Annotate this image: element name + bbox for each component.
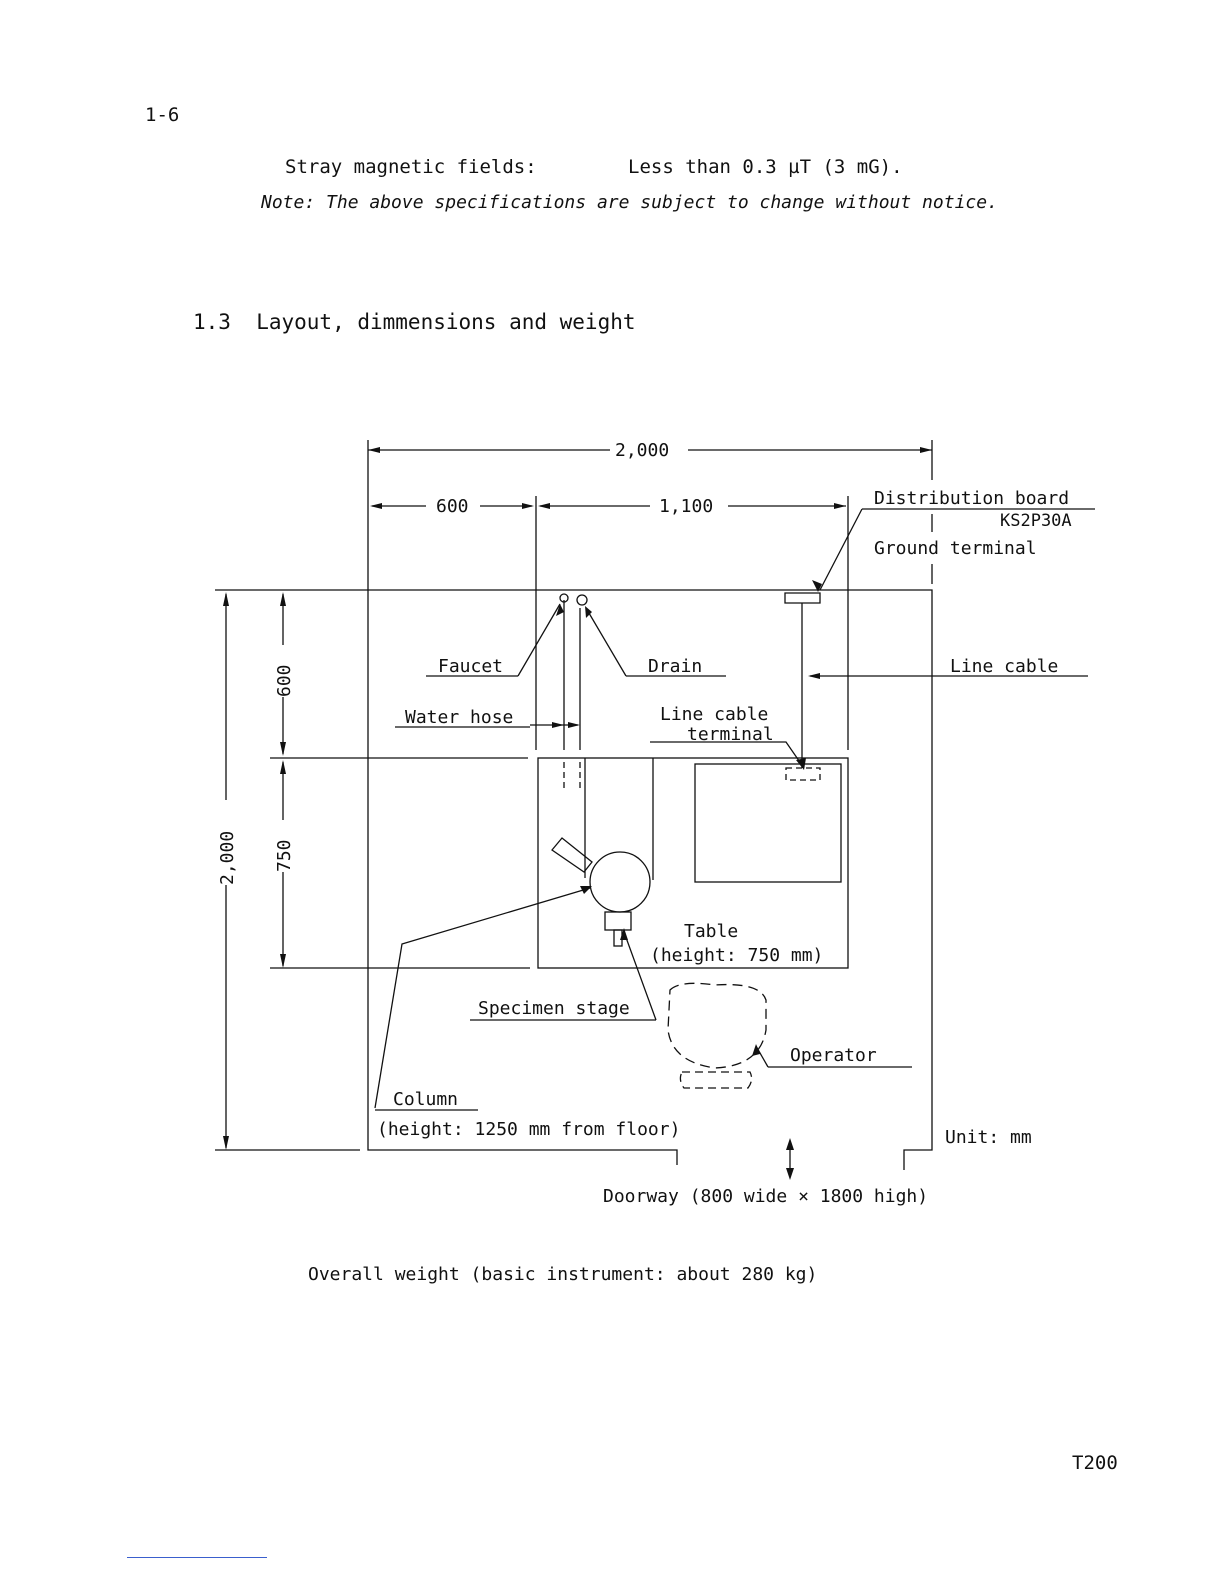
arrow-600-depth-bottom <box>280 742 286 756</box>
footer-rule <box>127 1557 267 1558</box>
arrow-specimen-stage <box>620 928 628 940</box>
arrow-operator <box>752 1044 760 1056</box>
arrow-total-width-right <box>920 447 932 453</box>
arrow-drain <box>585 606 592 618</box>
operator-label: Operator <box>790 1045 877 1066</box>
operator-seat-edge <box>679 1071 753 1089</box>
arrow-total-depth-top <box>223 592 229 606</box>
section-heading: 1.3 Layout, dimmensions and weight <box>193 310 636 334</box>
line-cable-terminal-label-2: terminal <box>687 724 774 745</box>
spec-label: Stray magnetic fields: <box>285 156 537 178</box>
arrow-total-depth-bottom <box>223 1136 229 1150</box>
table-outline <box>537 757 849 969</box>
unit-label: Unit: mm <box>945 1127 1032 1148</box>
console-unit <box>694 763 842 883</box>
diagram-lines <box>215 440 1095 1174</box>
arrow-total-width-left <box>368 447 380 453</box>
column-base <box>589 851 651 913</box>
dim-1100-width: 1,100 <box>659 496 713 517</box>
arrow-water-hose-1 <box>552 722 564 728</box>
dim-total-width: 2,000 <box>615 440 669 461</box>
faucet-leader <box>517 603 561 677</box>
doorway-label: Doorway (800 wide × 1800 high) <box>603 1186 928 1207</box>
arrow-doorway-down <box>786 1168 794 1180</box>
arrow-column <box>580 886 592 894</box>
document-code: T200 <box>1072 1452 1118 1474</box>
arrow-1100-left <box>538 503 550 509</box>
specimen-stage-holder <box>604 911 632 931</box>
arrow-750-depth-top <box>280 760 286 774</box>
room-outline <box>367 589 933 1170</box>
table-height-label: (height: 750 mm) <box>650 945 823 966</box>
arrow-distribution-board <box>812 580 822 592</box>
line-cable-label: Line cable <box>950 656 1058 677</box>
table-label: Table <box>684 921 738 942</box>
dim-750-depth: 750 <box>274 839 295 872</box>
page-number: 1-6 <box>145 104 180 126</box>
line-cable-terminal-box <box>785 767 821 781</box>
specimen-stage-leader <box>623 931 657 1021</box>
faucet-symbol <box>559 593 569 603</box>
arrowheads <box>223 447 932 1180</box>
arrow-1100-right <box>834 503 846 509</box>
line-cable-terminal-leader <box>650 741 805 769</box>
column-side-port <box>551 837 593 873</box>
overall-weight: Overall weight (basic instrument: about … <box>308 1264 818 1285</box>
arrow-line-cable <box>808 673 820 679</box>
dim-600-depth: 600 <box>274 664 295 697</box>
spec-value: Less than 0.3 µT (3 mG). <box>628 156 903 178</box>
arrow-600-right <box>522 503 534 509</box>
distribution-board-label: Distribution board <box>874 488 1069 509</box>
drain-symbol <box>576 594 588 606</box>
column-height-label: (height: 1250 mm from floor) <box>377 1119 680 1140</box>
operator-chair <box>667 982 767 1069</box>
water-hose-label: Water hose <box>405 707 513 728</box>
spec-note: Note: The above specifications are subje… <box>261 192 998 213</box>
dim-600-width: 600 <box>436 496 469 517</box>
drain-label: Drain <box>648 656 702 677</box>
arrow-faucet <box>556 604 564 616</box>
arrow-600-left <box>370 503 382 509</box>
distribution-board-model: KS2P30A <box>1000 511 1072 531</box>
arrow-doorway-up <box>786 1138 794 1150</box>
drain-leader <box>585 607 627 677</box>
faucet-label: Faucet <box>438 656 503 677</box>
arrow-750-depth-bottom <box>280 954 286 968</box>
column-label: Column <box>393 1089 458 1110</box>
arrow-line-cable-terminal <box>796 758 806 770</box>
diagram-labels: 2,000 600 1,100 Distribution board KS2P3… <box>217 440 1072 1207</box>
arrow-600-depth-top <box>280 592 286 606</box>
ground-terminal-label: Ground terminal <box>874 538 1037 559</box>
column-leader <box>374 887 591 1109</box>
dim-total-depth: 2,000 <box>217 831 238 885</box>
distribution-board-symbol <box>784 592 821 604</box>
distribution-board-leader <box>819 508 863 591</box>
specimen-stage-label: Specimen stage <box>478 998 630 1019</box>
arrow-water-hose-2 <box>568 722 580 728</box>
line-cable-terminal-label-1: Line cable <box>660 704 768 725</box>
